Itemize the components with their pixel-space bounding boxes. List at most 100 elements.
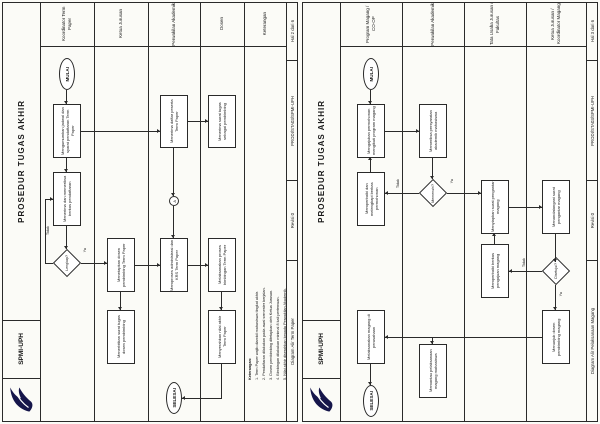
- arrowhead: [509, 269, 512, 273]
- arrowhead: [157, 129, 160, 133]
- branch-label-yes: Ya: [83, 248, 87, 253]
- step-label: Menetapkan dosen pembimbing Term Paper: [116, 243, 126, 287]
- arrowhead: [118, 307, 122, 310]
- flow-line: [45, 263, 53, 264]
- flow-line: [173, 148, 174, 196]
- footer-cell-divider: [587, 60, 598, 61]
- end-label: SELESAI: [171, 388, 177, 408]
- step-label: Menyiapkan surat pengantar magang: [490, 181, 500, 233]
- branch-label-yes: Ya: [559, 292, 563, 297]
- lane-label-text: Dosen: [219, 17, 225, 31]
- arrowhead: [219, 307, 223, 310]
- lane-divider: [526, 2, 527, 422]
- flow-line: [494, 234, 495, 244]
- flow-step-box: Mengumumkan jadwal dan syarat pendaftara…: [53, 104, 81, 158]
- step-label: Menandatangani surat pengantar magang: [551, 187, 561, 227]
- lane-label-keterangan: Keterangan: [245, 2, 286, 46]
- doc-title: PROSEDUR TUGAS AKHIR: [16, 99, 26, 223]
- logo-cell: [302, 378, 340, 422]
- flow-line: [509, 271, 542, 272]
- page-number: Hal 2 dari 6: [289, 20, 295, 42]
- lane-divider: [94, 2, 95, 422]
- decision-label: Lengkap?: [64, 255, 69, 271]
- flow-line: [66, 226, 67, 249]
- step-label: Memantau pelaksanaan magang mahasiswa: [428, 349, 438, 393]
- lane-label-program-magang: Program Magang / CO-OP: [341, 2, 402, 46]
- lane-divider: [148, 2, 149, 422]
- flow-line: [385, 131, 419, 132]
- branch-label-yes: Ya: [450, 179, 454, 184]
- doc-title-cell: PROSEDUR TUGAS AKHIR: [302, 2, 340, 320]
- step-label: Melaksanakan magang di perusahaan: [366, 314, 376, 360]
- step-label: Memperbaiki dan melengkapi berkas permoh…: [363, 182, 379, 216]
- flow-line: [173, 206, 174, 238]
- flow-line: [135, 265, 160, 266]
- page-number-cell: Hal 3 dari 6: [587, 2, 598, 60]
- flow-line: [221, 292, 222, 310]
- logo-cell: [2, 378, 40, 422]
- header-cell-divider: [2, 320, 40, 321]
- doc-title-cell: PROSEDUR TUGAS AKHIR: [2, 2, 40, 320]
- step-label: Memeriksa persyaratan akademik mahasiswa: [428, 110, 438, 152]
- flow-step-box: Melaksanakan proses bimbingan Term Paper: [208, 238, 236, 292]
- arrowhead: [385, 191, 388, 195]
- flow-end-oval: SELESAI: [166, 382, 182, 414]
- branch-label-no: Tidak: [522, 258, 526, 268]
- page-border: [2, 2, 298, 422]
- footer-cell-divider: [287, 60, 298, 61]
- decision-label: Disetujui?: [553, 263, 558, 279]
- flow-start-oval: MULAI: [363, 58, 379, 90]
- page-number: Hal 3 dari 6: [589, 20, 595, 42]
- lane-label-dosen: Dosen: [201, 2, 244, 46]
- flow-step-box: Menerima surat tugas sebagai pembimbing: [208, 95, 236, 148]
- flow-line: [509, 207, 542, 208]
- flow-line: [385, 193, 419, 194]
- org-cell: SPMI-UPH: [302, 320, 340, 378]
- flow-step-box: Mengajukan permohonan mengikuti program …: [357, 104, 385, 158]
- step-label: Menerima daftar peserta Term Paper: [169, 99, 179, 144]
- lane-label-text: Perwakilan Akademik: [430, 2, 436, 46]
- revision-label: Revisi 0: [589, 212, 595, 229]
- note-item: 2. Pendaftaran dilakukan pada awal semes…: [261, 287, 266, 380]
- arrowhead: [553, 307, 557, 310]
- lane-label-perwakilan-akademik: Perwakilan Akademik: [149, 2, 200, 46]
- page-number-cell: Hal 2 dari 6: [287, 2, 298, 60]
- branch-label-no: Tidak: [396, 179, 400, 189]
- arrowhead: [430, 341, 434, 344]
- lane-label-text: Koordinator Term Paper: [61, 6, 73, 42]
- flow-line: [188, 265, 208, 266]
- arrowhead: [478, 191, 481, 195]
- header-band-divider: [40, 2, 41, 422]
- flow-line: [45, 199, 53, 200]
- flow-line: [81, 131, 160, 132]
- lane-label-text: Ketua Jurusan: [118, 9, 124, 39]
- org-cell: SPMI-UPH: [2, 320, 40, 378]
- flow-line: [555, 234, 556, 262]
- header-cell-divider: [302, 378, 340, 379]
- doc-title: PROSEDUR TUGAS AKHIR: [316, 99, 326, 223]
- lane-label-text: Tata Usaha Jurusan / Fakultas: [489, 2, 501, 46]
- step-label: Melaksanakan proses bimbingan Term Paper: [217, 244, 227, 286]
- flow-line: [66, 158, 67, 172]
- flow-line: [221, 364, 222, 398]
- document-page-left: PROSEDUR TUGAS AKHIR SPMI-UPH Hal 2 dari…: [0, 0, 300, 424]
- arrowhead: [205, 263, 208, 267]
- arrowhead: [368, 101, 372, 104]
- doc-code-cell: PRODI/STA03/SPMI-UPH: [287, 61, 298, 180]
- revision-label: Revisi 0: [289, 212, 295, 229]
- diagram-title-cell: Diagram Alir Pelaksanaan Magang: [587, 261, 598, 422]
- lane-divider: [200, 2, 201, 422]
- flow-step-box: Menyiapkan surat pengantar magang: [481, 180, 509, 234]
- uph-eagle-logo-icon: [10, 387, 33, 412]
- lane-label-text: Ketua Jurusan / Koordinator Magang: [550, 3, 562, 45]
- footer-cell-divider: [587, 260, 598, 261]
- arrowhead: [171, 235, 175, 238]
- flow-step-box: Memperbaiki berkas pengajuan magang: [481, 244, 509, 298]
- footer-cell-divider: [287, 180, 298, 181]
- flow-step-box: Memperbaiki dan melengkapi berkas permoh…: [357, 172, 385, 226]
- lane-label-divider: [340, 46, 587, 47]
- step-label: Menyerahkan nilai akhir Term Paper: [217, 315, 227, 359]
- step-label: Menerbitkan surat tugas dosen pembimbing: [116, 315, 126, 359]
- revision-cell: Revisi 0: [587, 181, 598, 260]
- branch-label-no: Tidak: [46, 226, 50, 236]
